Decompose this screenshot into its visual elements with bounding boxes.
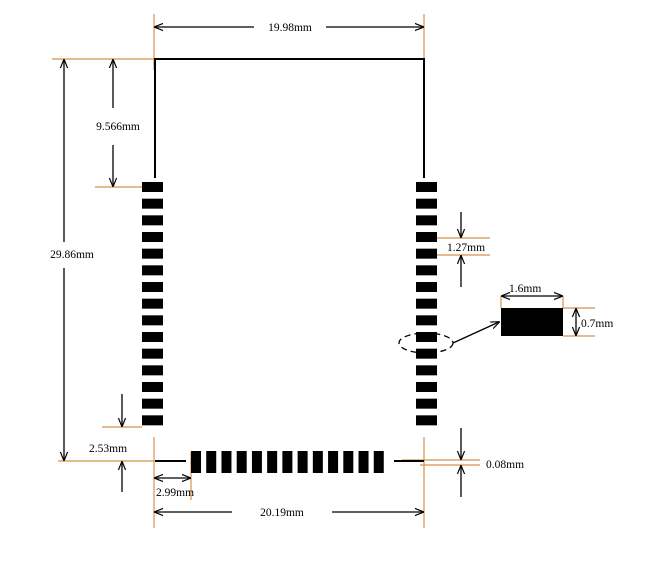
bottom-pad <box>312 451 323 473</box>
left-pad <box>142 315 163 326</box>
right-pad <box>416 332 437 342</box>
label-bottom-gap: 0.08mm <box>486 459 524 471</box>
left-pad <box>142 282 163 292</box>
label-detail-width: 0.7mm <box>581 318 613 330</box>
left-pad <box>142 248 163 259</box>
bottom-pad <box>373 451 384 473</box>
label-top-offset: 9.566mm <box>96 121 140 133</box>
bottom-pad <box>282 451 293 473</box>
right-pad <box>416 365 437 376</box>
bottom-pad <box>267 451 278 473</box>
bottom-pad <box>236 451 247 473</box>
label-pad-pitch: 1.27mm <box>447 242 485 254</box>
left-pad <box>142 182 163 192</box>
label-module-width: 19.98mm <box>268 22 312 34</box>
left-pad <box>142 198 163 209</box>
right-pad <box>416 198 437 209</box>
bottom-pad <box>221 451 232 473</box>
dimension-arrows <box>64 27 576 512</box>
label-detail-length: 1.6mm <box>509 283 541 295</box>
left-pad <box>142 415 163 426</box>
label-bottom-offset: 2.53mm <box>89 443 127 455</box>
left-pad-column <box>142 182 163 426</box>
outline-top <box>154 58 425 178</box>
label-module-height: 29.86mm <box>50 249 94 261</box>
right-pad <box>416 315 437 326</box>
left-pad <box>142 298 163 309</box>
right-pad <box>416 182 437 192</box>
left-pad <box>142 348 163 359</box>
left-pad <box>142 382 163 392</box>
right-pad <box>416 298 437 309</box>
bottom-pad <box>343 451 354 473</box>
right-pad <box>416 282 437 292</box>
right-pad <box>416 265 437 276</box>
right-pad <box>416 215 437 226</box>
bottom-pad-row <box>191 451 384 473</box>
right-pad <box>416 248 437 259</box>
left-pad <box>142 215 163 226</box>
extension-lines <box>52 14 595 528</box>
left-pad <box>142 365 163 376</box>
right-pad <box>416 232 437 242</box>
label-overall-width: 20.19mm <box>260 507 304 519</box>
bottom-pad <box>206 451 217 473</box>
bottom-pad <box>328 451 339 473</box>
right-pad <box>416 398 437 409</box>
label-pad-start: 2.99mm <box>156 487 194 499</box>
left-pad <box>142 232 163 242</box>
right-pad-column <box>416 182 437 426</box>
dimension-labels: 19.98mm 29.86mm 9.566mm 1.27mm 1.6mm 0.7… <box>44 19 613 519</box>
left-pad <box>142 398 163 409</box>
left-pad <box>142 332 163 342</box>
leader-arrow <box>452 322 499 344</box>
bottom-pad <box>191 451 201 473</box>
bottom-pad <box>297 451 308 473</box>
detail-pad <box>501 308 563 336</box>
right-pad <box>416 415 437 426</box>
right-pad <box>416 348 437 359</box>
left-pad <box>142 265 163 276</box>
right-pad <box>416 382 437 392</box>
bottom-pad <box>251 451 262 473</box>
bottom-pad <box>358 451 369 473</box>
module-outline <box>154 58 425 462</box>
